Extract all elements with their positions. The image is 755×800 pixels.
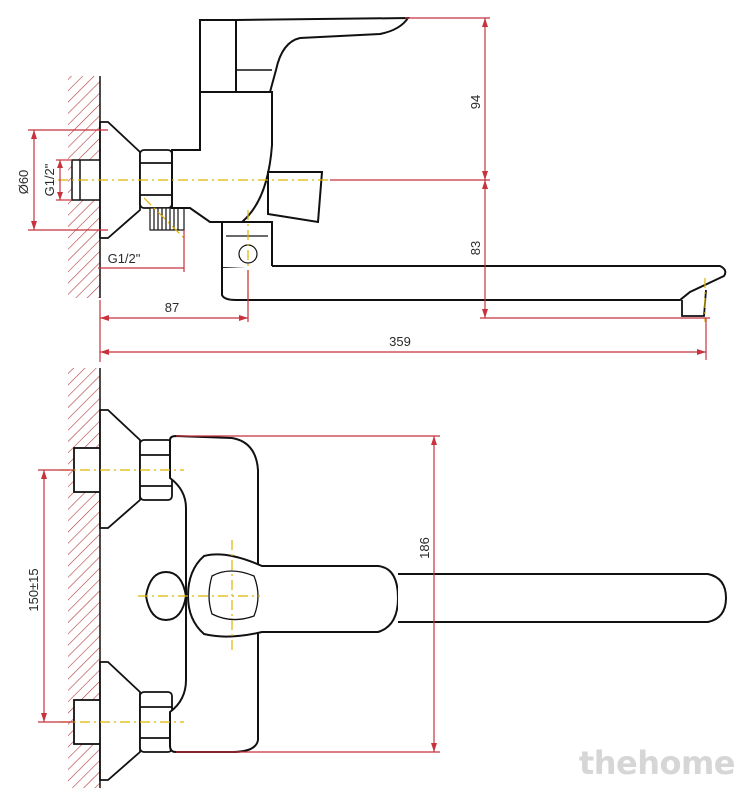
dimension-lines-side [28,17,710,362]
dim-thread-outlet: G1/2" [108,251,141,266]
diverter-knob [267,171,324,224]
centerlines-front [60,469,260,723]
dim-thread-inlet: G1/2" [42,163,57,196]
cartridge-column [199,19,237,93]
dim-87: 87 [165,300,179,315]
dim-186: 186 [417,537,432,559]
spout-front [398,573,728,623]
watermark-logo: thehome [578,744,736,782]
side-view: 94 83 87 359 Ø60 G1/2" G1/2" [16,16,727,362]
dim-83: 83 [468,241,483,255]
dimension-lines-front [38,435,440,753]
dim-94: 94 [468,95,483,109]
dim-150-15: 150±15 [26,568,41,611]
spout-side [221,265,727,301]
mixer-body-side [171,91,273,223]
shower-outlet-thread [149,207,185,231]
lever-inner-contour [208,570,259,621]
lever-handle-side [235,16,410,93]
dimension-arrows-side [31,18,706,355]
front-view: 186 150±15 [26,368,728,788]
dimension-arrows-front [41,436,437,752]
dim-359: 359 [389,334,411,349]
dim-flange-diameter: Ø60 [16,170,31,195]
